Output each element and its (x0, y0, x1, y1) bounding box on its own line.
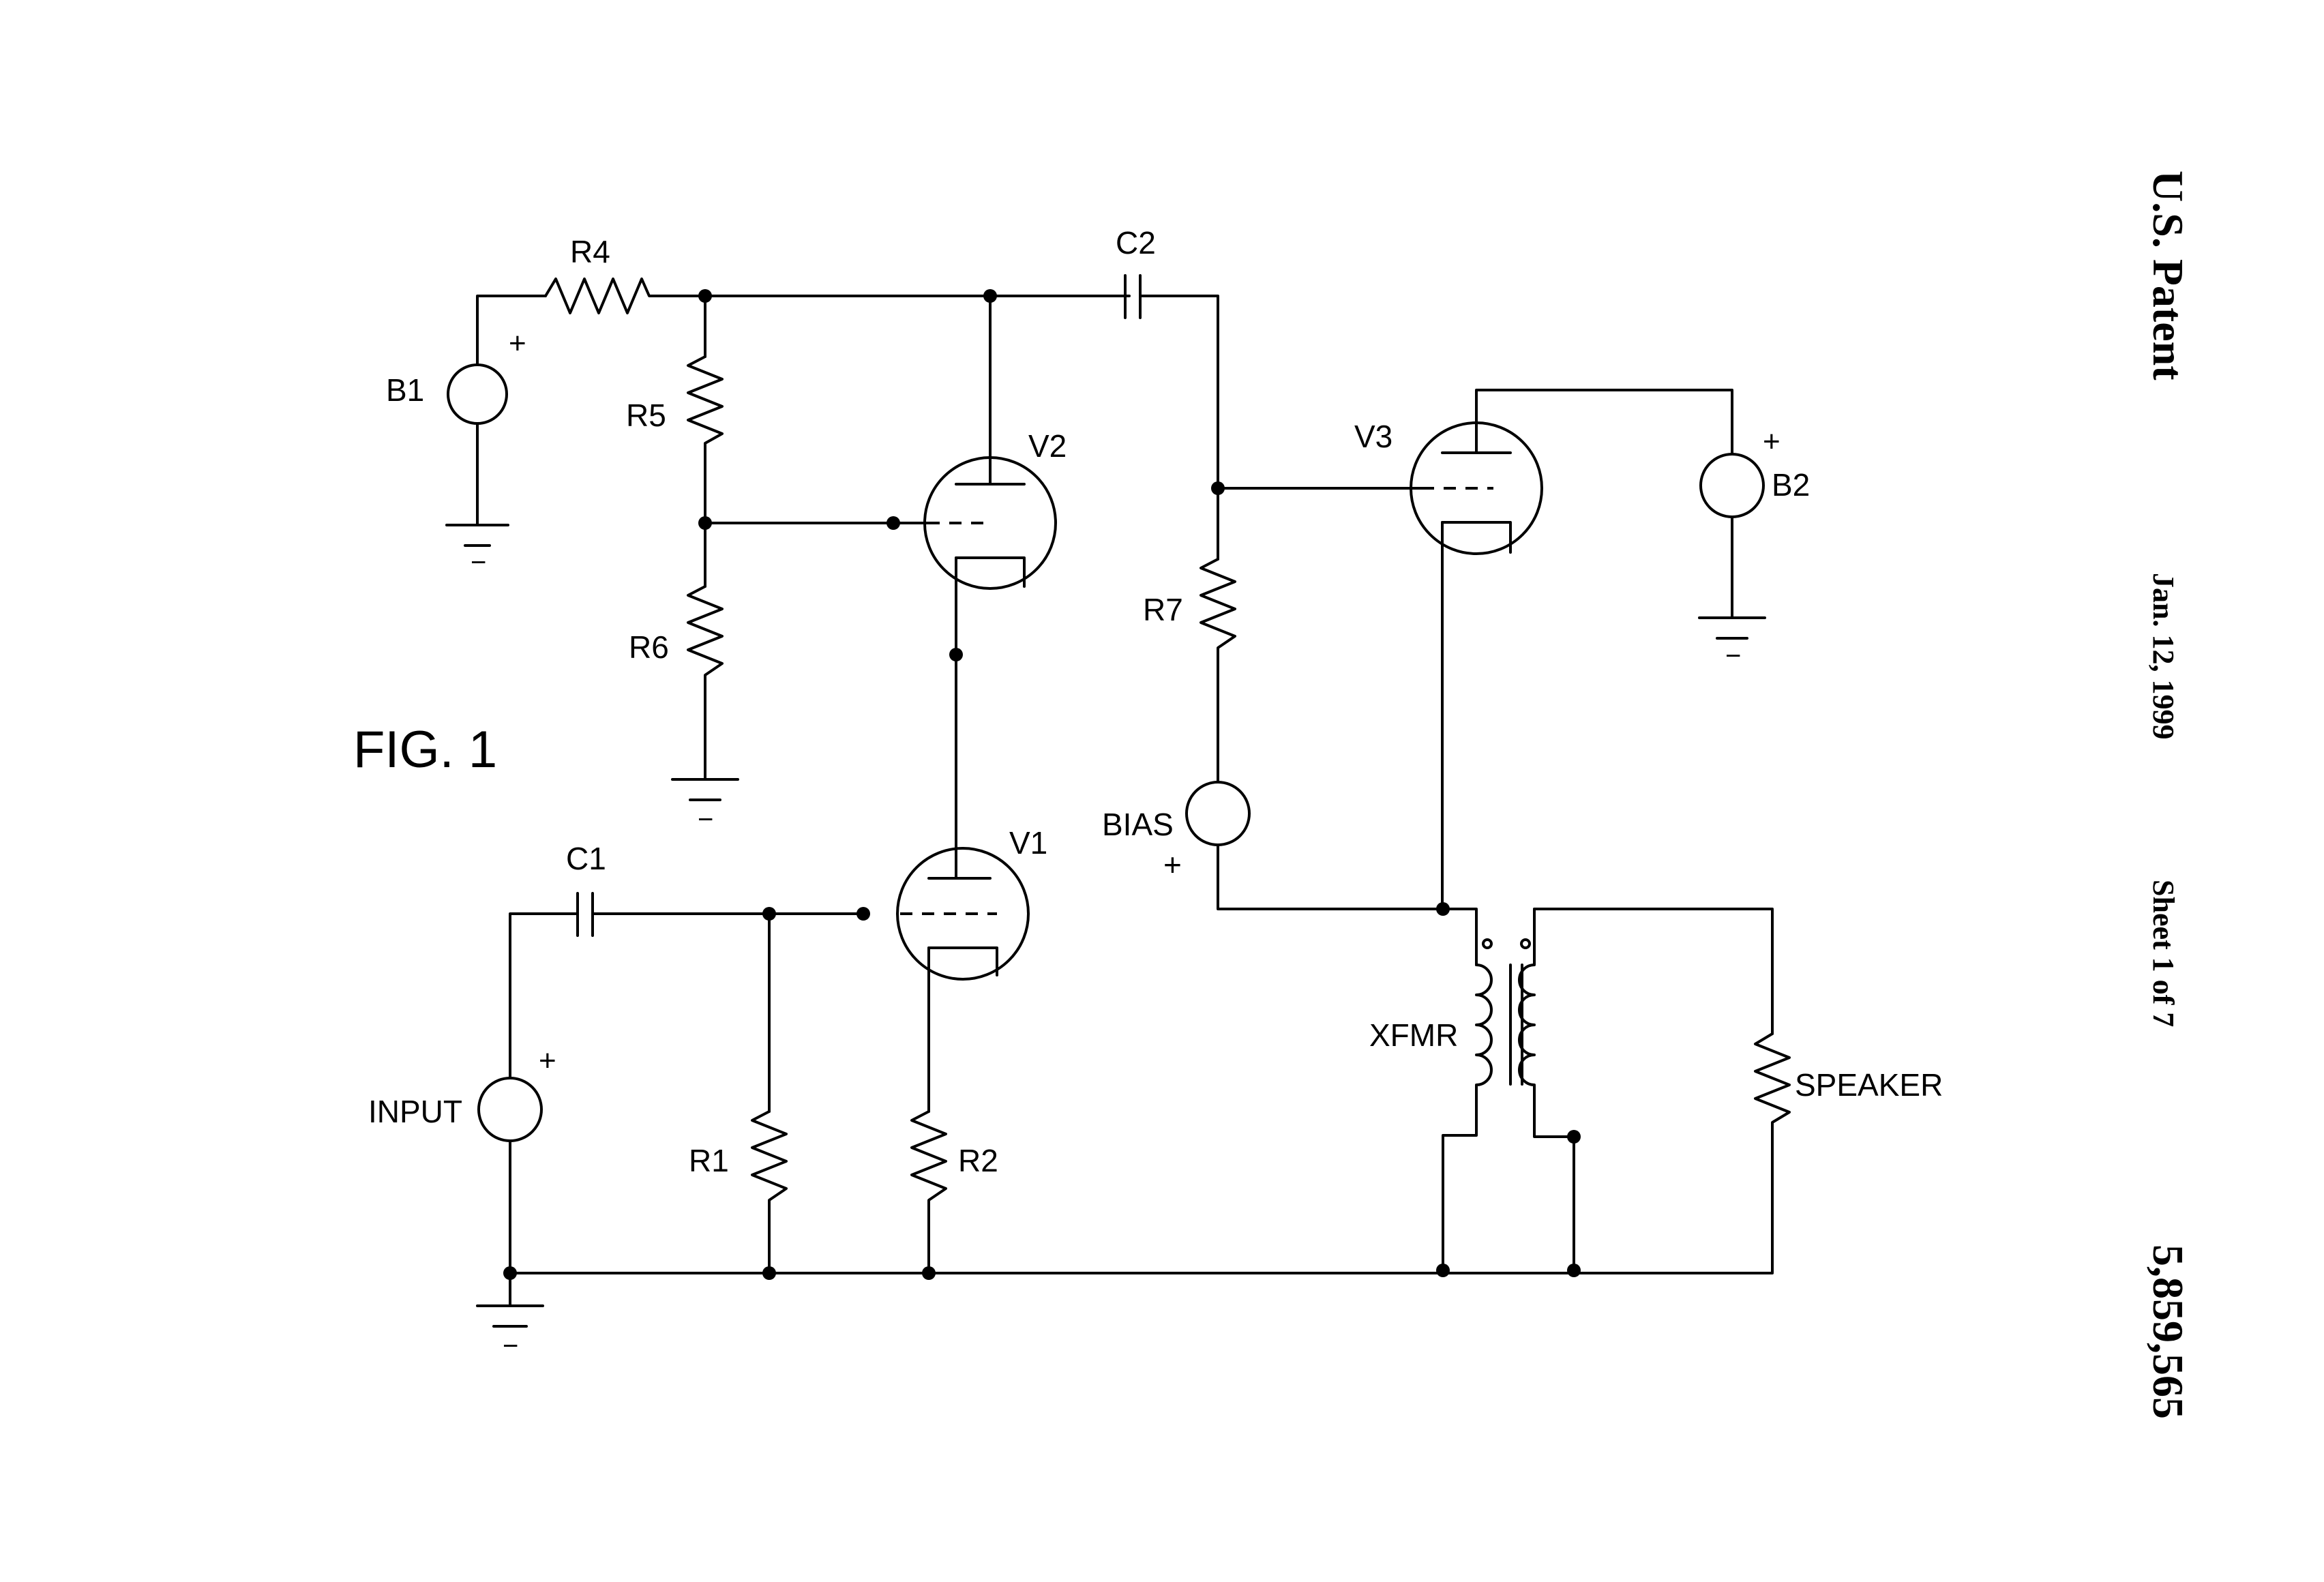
speaker-label: SPEAKER (1795, 1067, 1943, 1103)
header-publication: U.S. Patent (2144, 170, 2192, 380)
divider-section: R5 R6 − (626, 295, 895, 835)
input-source-symbol (477, 1077, 543, 1142)
figure-label: FIG. 1 (353, 721, 497, 779)
b1-source-symbol (447, 363, 508, 425)
r6-label: R6 (629, 629, 669, 665)
r7-label: R7 (1143, 592, 1183, 627)
bias-label: BIAS (1102, 807, 1174, 842)
r6-ground-symbol (671, 778, 739, 801)
b2-source-symbol (1699, 453, 1765, 518)
v2-label: V2 (1028, 428, 1067, 464)
input-plus-label: + (539, 1044, 556, 1077)
c1-capacitor (576, 892, 594, 937)
input-label: INPUT (368, 1094, 462, 1129)
v3-label: V3 (1354, 419, 1392, 454)
v2-tube: V2 (892, 295, 1067, 830)
speaker-resistor-symbol (1754, 1032, 1791, 1270)
header-patent-number: 5,859,565 (2144, 1244, 2192, 1419)
header-date: Jan. 12, 1999 (2147, 573, 2180, 739)
c2-r7-section: C2 R7 BIAS + (989, 225, 1444, 910)
bias-plus-label: + (1163, 847, 1182, 882)
input-minus-label: − (503, 1331, 518, 1361)
b1-supply-section: B1 + − R4 (386, 234, 1131, 578)
b2-label: B2 (1772, 467, 1810, 503)
input-ground-symbol (476, 1272, 544, 1328)
ground-minus-label: − (698, 805, 713, 835)
r5-resistor (687, 355, 724, 524)
xfmr-secondary-winding (1518, 908, 1575, 1270)
input-section: INPUT + − C1 R1 (368, 841, 865, 1361)
junction-dots (503, 289, 1581, 1280)
patent-header: U.S. Patent Jan. 12, 1999 Sheet 1 of 7 5… (2144, 170, 2192, 1419)
b2-ground-symbol (1698, 616, 1766, 640)
xfmr-transformer: XFMR (1369, 908, 1774, 1272)
xfmr-primary-winding (1442, 964, 1493, 1272)
b1-plus-label: + (509, 327, 526, 360)
bias-source-symbol (1185, 781, 1251, 846)
r1-resistor (751, 1110, 788, 1274)
b2-supply-section: B2 + − (1698, 425, 1810, 671)
r4-label: R4 (570, 234, 610, 269)
c1-label: C1 (566, 841, 606, 876)
r7-resistor (1200, 558, 1236, 783)
r4-resistor (544, 278, 706, 314)
r1-label: R1 (689, 1143, 729, 1178)
b1-minus-label: − (471, 548, 486, 578)
b1-label: B1 (386, 372, 424, 408)
c2-label: C2 (1116, 225, 1156, 260)
r6-resistor (687, 585, 724, 781)
r2-label: R2 (958, 1143, 998, 1178)
v3-tube: V3 (1354, 389, 1733, 910)
b2-minus-label: − (1725, 641, 1741, 671)
ground-bus (509, 1267, 1774, 1274)
b1-ground-symbol (445, 524, 509, 547)
xfmr-label: XFMR (1369, 1017, 1458, 1053)
header-sheet: Sheet 1 of 7 (2147, 880, 2180, 1027)
b2-plus-label: + (1763, 425, 1781, 458)
v1-label: V1 (1009, 825, 1047, 861)
speaker-section: SPEAKER (1754, 1032, 1943, 1270)
r5-label: R5 (626, 398, 666, 433)
v1-tube: V1 R2 (896, 825, 1047, 1274)
r2-resistor (910, 1110, 947, 1274)
